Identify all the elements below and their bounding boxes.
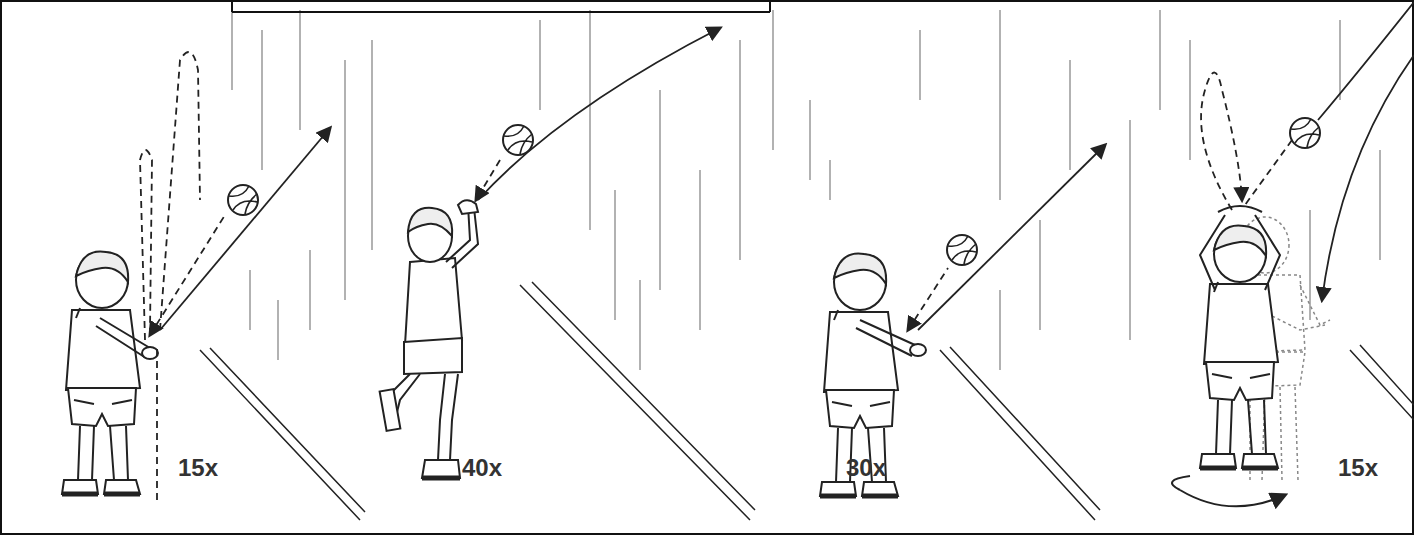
- repetition-count: 15x: [1338, 456, 1378, 480]
- repetition-count: 40x: [462, 456, 502, 480]
- repetition-count: 30x: [846, 456, 886, 480]
- repetition-count: 15x: [178, 456, 218, 480]
